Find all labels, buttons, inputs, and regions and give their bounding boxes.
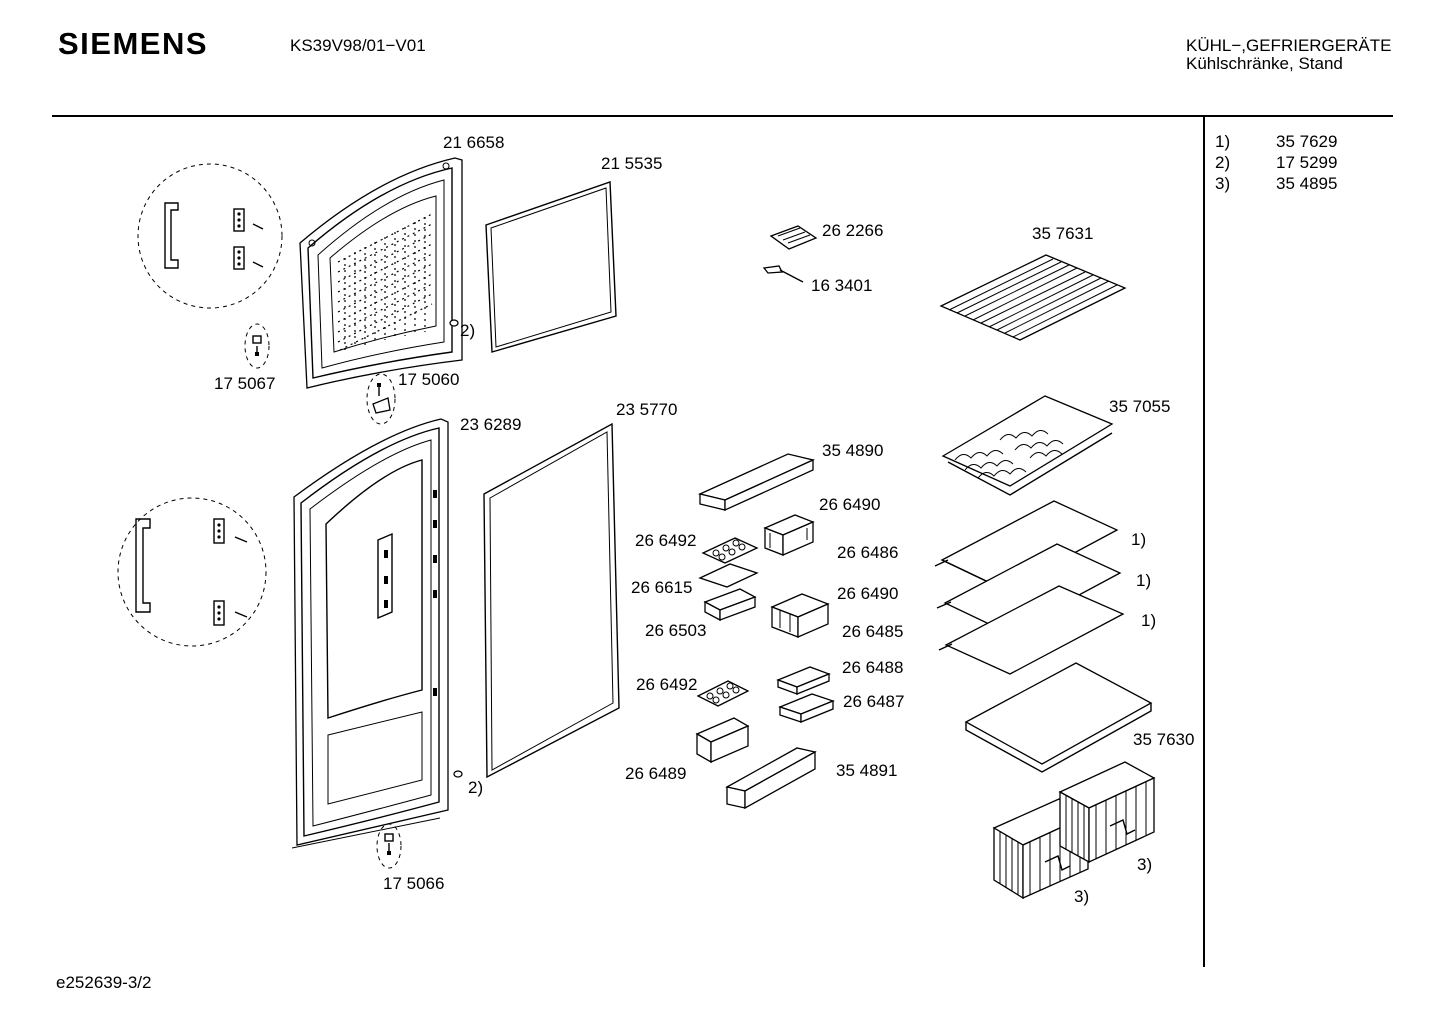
part-label-266615: 26 6615	[631, 578, 692, 597]
holder-266485-drawing	[770, 593, 830, 638]
box-266489-drawing	[695, 717, 750, 764]
part-label-163401: 16 3401	[811, 276, 872, 295]
part-label-175066: 17 5066	[383, 874, 444, 893]
hinge-bracket-middle	[366, 373, 396, 425]
drawing-reference: e252639-3/2	[56, 973, 152, 992]
part-label-357055: 35 7055	[1109, 397, 1170, 416]
ice-scraper-drawing	[762, 265, 804, 283]
legend: 1) 35 7629 2) 17 5299 3) 35 4895	[1215, 132, 1337, 193]
category-subtitle: Kühlschränke, Stand	[1186, 54, 1343, 73]
ref-label-1-shelf3: 1)	[1141, 611, 1156, 630]
cover-266615-drawing	[698, 563, 759, 588]
box-266503-drawing	[703, 588, 757, 622]
glass-plate-357630-drawing	[964, 662, 1153, 773]
part-label-216658: 21 6658	[443, 133, 504, 152]
freezer-gasket-drawing	[485, 181, 617, 353]
door-pin-bottom	[453, 770, 463, 778]
part-label-215535: 21 5535	[601, 154, 662, 173]
part-label-266492-a: 26 6492	[635, 531, 696, 550]
freezer-door-drawing	[299, 157, 463, 389]
legend-value-2: 17 5299	[1276, 153, 1337, 172]
part-label-266486: 26 6486	[837, 543, 898, 562]
handle-detail-bottom	[117, 497, 267, 647]
brand-logo: SIEMENS	[58, 26, 209, 61]
fridge-door-drawing	[291, 418, 449, 849]
box-266487-drawing	[778, 693, 835, 723]
part-label-266485: 26 6485	[842, 622, 903, 641]
part-label-266490-b: 26 6490	[837, 584, 898, 603]
part-label-175060: 17 5060	[398, 370, 459, 389]
part-label-357630: 35 7630	[1133, 730, 1194, 749]
legend-key-1: 1)	[1215, 132, 1230, 151]
ref-label-1-shelf1: 1)	[1131, 530, 1146, 549]
door-shelf-354891-drawing	[725, 747, 817, 810]
ref-label-3-right: 3)	[1137, 855, 1152, 874]
egg-tray-266492-bottom-drawing	[696, 680, 750, 707]
ref-label-2-bottom: 2)	[468, 778, 483, 797]
legend-value-3: 35 4895	[1276, 174, 1337, 193]
part-label-354891: 35 4891	[836, 761, 897, 780]
part-label-266490-a: 26 6490	[819, 495, 880, 514]
legend-value-1: 35 7629	[1276, 132, 1337, 151]
door-pin-top	[449, 319, 459, 327]
category-title: KÜHL−,GEFRIERGERÄTE	[1186, 36, 1392, 55]
ref-label-2-top: 2)	[460, 321, 475, 340]
ref-label-3-left: 3)	[1074, 887, 1089, 906]
part-label-354890: 35 4890	[822, 441, 883, 460]
handle-detail-top	[137, 163, 283, 309]
hinge-pin-bottom	[376, 823, 402, 869]
part-label-266503: 26 6503	[645, 621, 706, 640]
part-label-262266: 26 2266	[822, 221, 883, 240]
legend-key-3: 3)	[1215, 174, 1230, 193]
part-label-175067: 17 5067	[214, 374, 275, 393]
crisper-drawer-right-drawing	[1058, 761, 1156, 864]
bottle-rack-357055-drawing	[941, 395, 1114, 496]
hinge-pin-top	[244, 323, 270, 369]
part-label-235770: 23 5770	[616, 400, 677, 419]
door-shelf-354890-drawing	[698, 453, 815, 512]
wire-shelf-357631-drawing	[939, 254, 1127, 341]
part-label-266487: 26 6487	[843, 692, 904, 711]
part-labels: 21 6658 21 5535 26 2266 16 3401 35 7631 …	[214, 133, 1194, 906]
glass-shelf-3-drawing	[938, 585, 1125, 675]
part-label-266488: 26 6488	[842, 658, 903, 677]
model-number: KS39V98/01−V01	[290, 36, 426, 55]
part-label-357631: 35 7631	[1032, 224, 1093, 243]
part-label-236289: 23 6289	[460, 415, 521, 434]
part-label-266492-b: 26 6492	[636, 675, 697, 694]
box-266488-drawing	[776, 666, 831, 695]
fridge-gasket-drawing	[483, 422, 620, 779]
holder-266486-drawing	[763, 514, 815, 556]
egg-tray-266492-top-drawing	[701, 537, 759, 564]
ref-label-1-shelf2: 1)	[1136, 571, 1151, 590]
ice-cube-tray-drawing	[769, 225, 818, 250]
part-label-266489: 26 6489	[625, 764, 686, 783]
legend-key-2: 2)	[1215, 153, 1230, 172]
